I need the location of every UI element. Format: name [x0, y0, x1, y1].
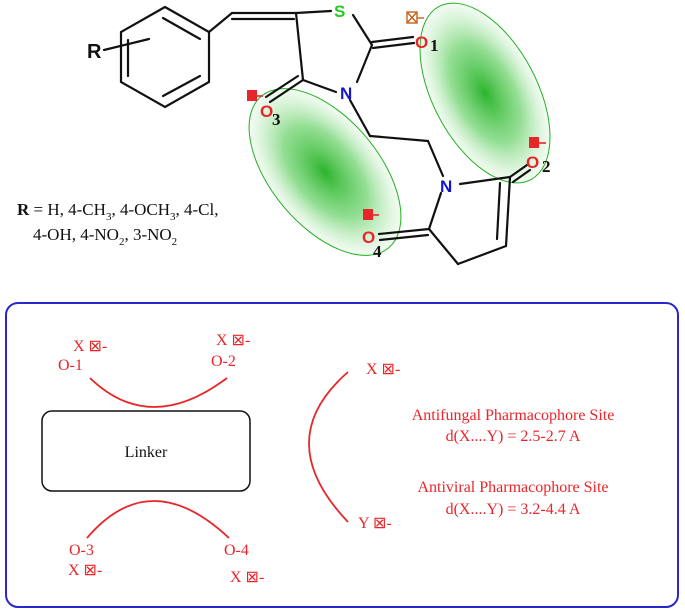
oxygen-o3-number: 3 [272, 110, 281, 129]
oxygen-o4-number: 4 [373, 242, 382, 261]
o4-label: O-4 [224, 542, 249, 559]
r-definition-part1: = H, 4-CH [29, 200, 106, 219]
o3-lone-pair-icon [247, 90, 263, 101]
linker-box [41, 410, 251, 492]
o3-label: O-3 [69, 542, 94, 559]
pharmacophore-arcs [86, 371, 349, 539]
arc-top [89, 377, 228, 408]
bracket-y-label: Y ⊠- [358, 515, 392, 532]
r-definition-sub4: 2 [172, 236, 178, 248]
o1-lone-pair-icon [406, 11, 424, 24]
highlight-o1-o2 [419, 2, 551, 184]
antiviral-title: Antiviral Pharmacophore Site [417, 479, 608, 496]
bracket-arc [308, 371, 349, 523]
r-definition-line2: 4-OH, 4-NO2, 3-NO2 [33, 225, 177, 248]
substituent-r-label: R [87, 41, 102, 63]
r-definition-part5: , 3-NO [124, 225, 171, 244]
o1-label: O-1 [58, 357, 83, 374]
r-definition-sub1: 3 [106, 211, 112, 223]
bracket-x-label: X ⊠- [366, 361, 400, 378]
r-definition-r: R [17, 200, 30, 219]
o2-lone-pair-icon [529, 137, 546, 148]
antifungal-distance: d(X....Y) = 2.5-2.7 A [446, 428, 581, 445]
oxygen-o2-number: 2 [542, 157, 551, 176]
r-definition-part4: 4-OH, 4-NO [33, 225, 119, 244]
o2-label: O-2 [211, 353, 236, 370]
arc-bottom [86, 500, 230, 539]
x-label-o3: X ⊠- [68, 562, 102, 579]
oxygen-o1-number: 1 [430, 36, 439, 55]
r-definition-part2: , 4-OCH [111, 200, 170, 219]
molecule-bonds [102, 5, 532, 266]
sulfur-atom: S [334, 2, 345, 21]
r-definition-line1: R = H, 4-CH3, 4-OCH3, 4-Cl, [17, 200, 218, 223]
r-definition-sub3: 2 [119, 236, 125, 248]
r-definition-part3: , 4-Cl, [176, 200, 219, 219]
oxygen-o4: O [362, 228, 375, 247]
r-definition-sub2: 3 [170, 211, 176, 223]
antiviral-distance: d(X....Y) = 3.2-4.4 A [446, 501, 581, 518]
x-label-o4: X ⊠- [230, 569, 264, 586]
linker-label: Linker [125, 444, 168, 461]
nitrogen-atom-maleimide: N [440, 177, 452, 196]
oxygen-o2: O [526, 153, 539, 172]
nitrogen-atom-ring: N [340, 84, 352, 103]
pharmacophore-panel [5, 302, 679, 608]
antifungal-title: Antifungal Pharmacophore Site [412, 407, 615, 424]
o4-lone-pair-icon [363, 209, 379, 220]
x-label-o2: X ⊠- [216, 332, 250, 349]
x-label-o1: X ⊠- [73, 338, 107, 355]
oxygen-o3: O [260, 102, 273, 121]
oxygen-o1: O [415, 33, 428, 52]
